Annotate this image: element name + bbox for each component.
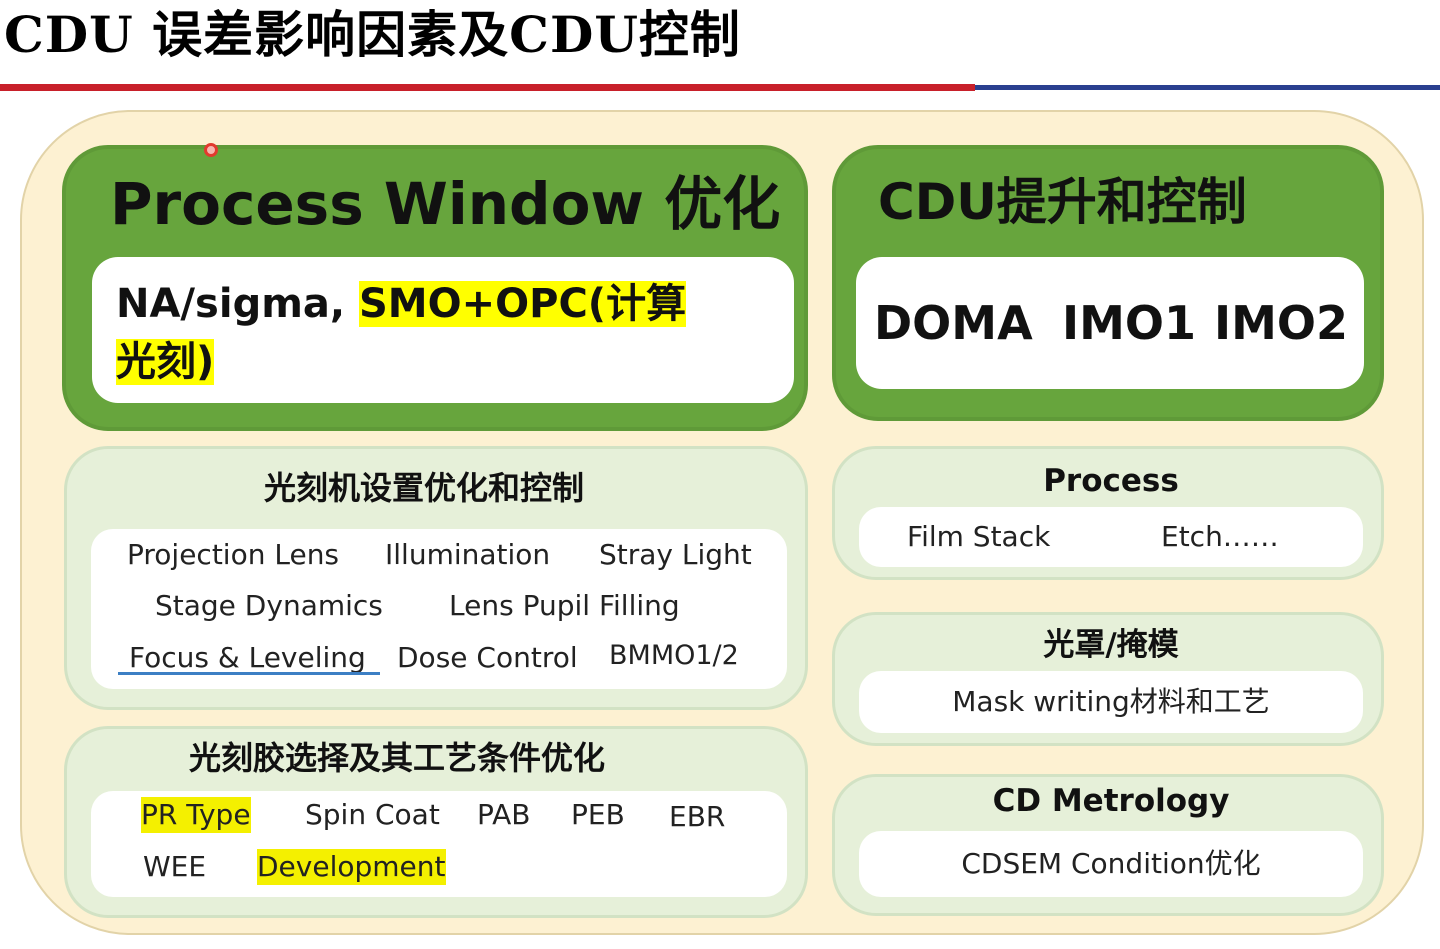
smo-opc-highlight: SMO+OPC(计算: [359, 281, 687, 327]
lithography-highlight: 光刻): [116, 339, 215, 385]
bmmo-item: BMMO1/2: [609, 640, 739, 671]
ebr-item: EBR: [669, 800, 726, 833]
process-content: Film Stack Etch……: [859, 507, 1363, 567]
wee-item: WEE: [143, 850, 207, 883]
cdu-control-box: CDU提升和控制 DOMA IMO1 IMO2: [832, 145, 1384, 421]
scanner-settings-title: 光刻机设置优化和控制: [263, 469, 584, 507]
projection-lens-item: Projection Lens: [127, 538, 340, 571]
mask-title: 光罩/掩模: [1043, 627, 1179, 663]
spin-coat-item: Spin Coat: [305, 798, 440, 831]
pointer-marker: [204, 143, 218, 157]
na-sigma-text: NA/sigma,: [116, 281, 359, 327]
slide-title: CDU 误差影响因素及CDU控制: [4, 5, 741, 64]
title-rule-blue: [975, 85, 1440, 90]
metrology-title: CD Metrology: [992, 783, 1230, 819]
process-box: Process Film Stack Etch……: [832, 446, 1384, 580]
stage-dynamics-item: Stage Dynamics: [155, 589, 383, 622]
doma-item: DOMA: [874, 296, 1033, 350]
imo2-item: IMO2: [1214, 296, 1349, 350]
cdu-control-title: CDU提升和控制: [878, 173, 1247, 231]
mask-writing-item: Mask writing材料和工艺: [952, 685, 1270, 718]
peb-item: PEB: [571, 798, 625, 831]
process-window-box: Process Window 优化 NA/sigma, SMO+OPC(计算光刻…: [62, 145, 808, 431]
mask-box: 光罩/掩模 Mask writing材料和工艺: [832, 612, 1384, 746]
process-title: Process: [1043, 463, 1179, 499]
metrology-box: CD Metrology CDSEM Condition优化: [832, 774, 1384, 916]
etch-item: Etch……: [1161, 520, 1279, 553]
scanner-settings-content: Projection Lens Illumination Stray Light…: [91, 529, 787, 689]
imo1-item: IMO1: [1062, 296, 1197, 350]
metrology-content: CDSEM Condition优化: [859, 831, 1363, 897]
pab-item: PAB: [477, 798, 531, 831]
process-window-text: NA/sigma, SMO+OPC(计算光刻): [116, 275, 756, 391]
film-stack-item: Film Stack: [907, 520, 1051, 553]
lens-pupil-filling-item: Lens Pupil Filling: [449, 589, 680, 622]
dose-control-item: Dose Control: [397, 641, 578, 674]
process-window-content: NA/sigma, SMO+OPC(计算光刻): [92, 257, 794, 403]
pr-type-item: PR Type: [141, 797, 251, 833]
mask-content: Mask writing材料和工艺: [859, 671, 1363, 733]
focus-leveling-item: Focus & Leveling: [129, 641, 366, 674]
stray-light-item: Stray Light: [599, 538, 752, 571]
title-rule-red: [0, 84, 975, 91]
illumination-item: Illumination: [385, 538, 551, 571]
resist-content: PR Type Spin Coat PAB PEB EBR WEE Develo…: [91, 791, 787, 897]
focus-leveling-underline: [118, 672, 380, 675]
resist-title: 光刻胶选择及其工艺条件优化: [188, 739, 605, 777]
process-window-title: Process Window 优化: [110, 170, 781, 238]
development-item: Development: [257, 849, 446, 885]
cdu-control-content: DOMA IMO1 IMO2: [856, 257, 1364, 389]
resist-box: 光刻胶选择及其工艺条件优化 PR Type Spin Coat PAB PEB …: [64, 726, 808, 918]
scanner-settings-box: 光刻机设置优化和控制 Projection Lens Illumination …: [64, 446, 808, 710]
cdsem-condition-item: CDSEM Condition优化: [961, 847, 1261, 880]
